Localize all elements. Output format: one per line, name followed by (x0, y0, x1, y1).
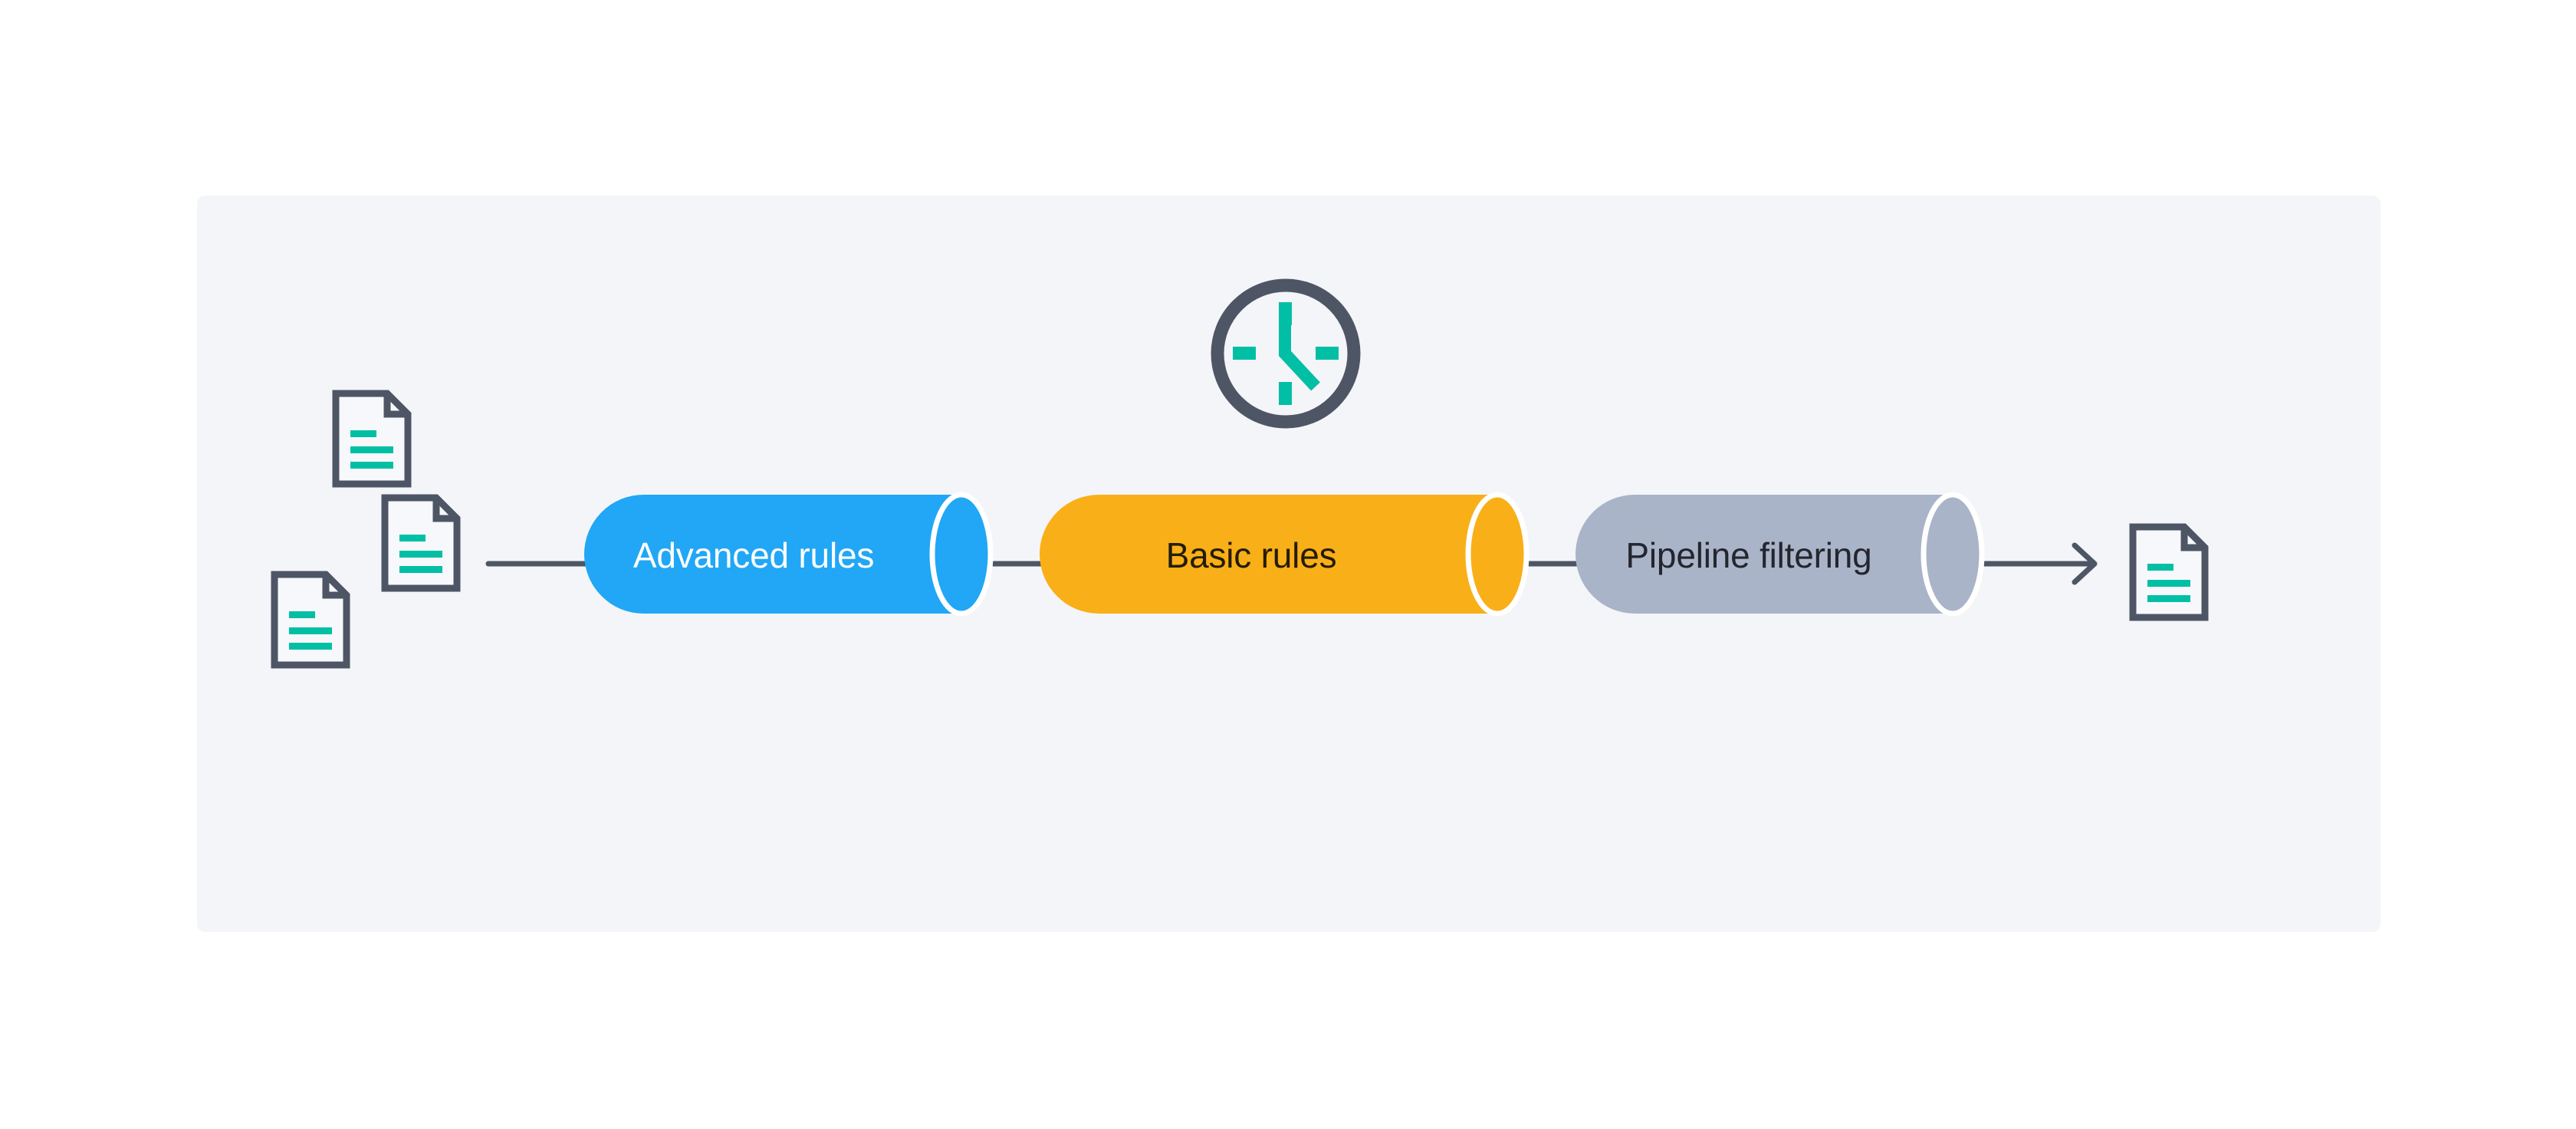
stage-label-basic-rules: Basic rules (1165, 535, 1337, 575)
stage-label-pipeline-filtering: Pipeline filtering (1625, 535, 1872, 575)
stage-label-advanced-rules: Advanced rules (632, 535, 875, 575)
